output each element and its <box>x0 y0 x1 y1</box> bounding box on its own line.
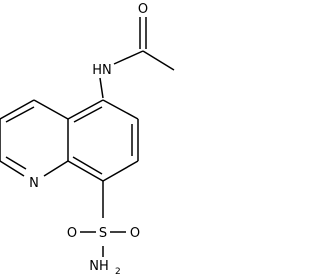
pyridine-ring <box>0 99 69 177</box>
sulfonamide-h-count-label: 2 <box>115 267 121 277</box>
bond-c4-c3-inner <box>5 106 35 123</box>
bond-methyl-carbonyl <box>142 50 175 71</box>
bond-c2-n1 <box>0 160 25 177</box>
bond-c7-c8 <box>102 160 139 182</box>
bond-c4a-c5-inner <box>73 106 103 123</box>
bond-c4-c3 <box>0 99 35 120</box>
bond-c8-c8a <box>67 160 104 182</box>
bond-carbonyl-amide <box>113 50 144 65</box>
sulfonamide-n-label: NH <box>89 259 109 274</box>
chemical-structure: O HN N S O O NH 2 <box>0 2 175 277</box>
ring-nitrogen-label: N <box>29 176 39 191</box>
bond-c4a-c5 <box>67 99 104 120</box>
carbonyl-oxygen-label: O <box>138 2 148 17</box>
sulfur-label: S <box>99 226 107 241</box>
bond-c4a-c4 <box>33 99 69 120</box>
sulfonamide-group <box>80 181 126 257</box>
acetyl-group <box>99 17 175 99</box>
sulfonyl-oxygen-left-label: O <box>67 226 77 241</box>
bond-amide-ring <box>99 77 104 99</box>
bond-c2-n1-inner <box>5 156 27 170</box>
amide-nh-label: HN <box>92 63 112 78</box>
benzo-ring <box>67 99 139 182</box>
bond-c8-c8a-inner <box>72 156 103 175</box>
bond-n1-c8a <box>43 160 69 177</box>
sulfonyl-oxygen-right-label: O <box>130 226 140 241</box>
bond-c5-c6 <box>102 99 139 120</box>
